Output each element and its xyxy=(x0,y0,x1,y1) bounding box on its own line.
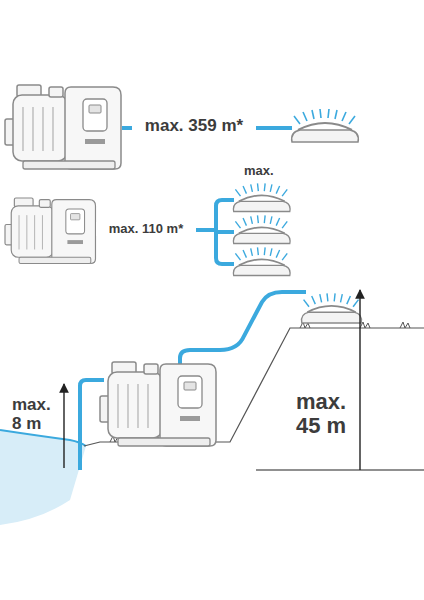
baseline xyxy=(256,469,424,470)
pump-symbol xyxy=(5,85,121,169)
sprinkler-symbol xyxy=(233,183,290,211)
pump-symbol xyxy=(100,362,216,446)
max-note: max. xyxy=(244,164,294,178)
hose-branch xyxy=(96,200,234,264)
suction-height: max. 8 m xyxy=(12,396,58,433)
pressure-pipe xyxy=(180,292,306,366)
sprinkler-symbol xyxy=(233,215,290,243)
hose-length: max. 110 m* xyxy=(96,222,196,236)
height-arrow xyxy=(63,384,64,468)
water-body xyxy=(0,430,86,525)
sprinkler-symbol xyxy=(292,109,359,142)
height-arrow xyxy=(359,290,360,470)
delivery-height: max. 45 m xyxy=(296,390,356,438)
suction-pipe xyxy=(80,380,104,470)
sprinkler-symbol xyxy=(233,247,290,275)
hose-length: max. 359 m* xyxy=(132,117,256,136)
sprinkler-symbol xyxy=(302,293,362,323)
ground-line xyxy=(84,328,424,446)
pump-symbol xyxy=(5,198,95,264)
